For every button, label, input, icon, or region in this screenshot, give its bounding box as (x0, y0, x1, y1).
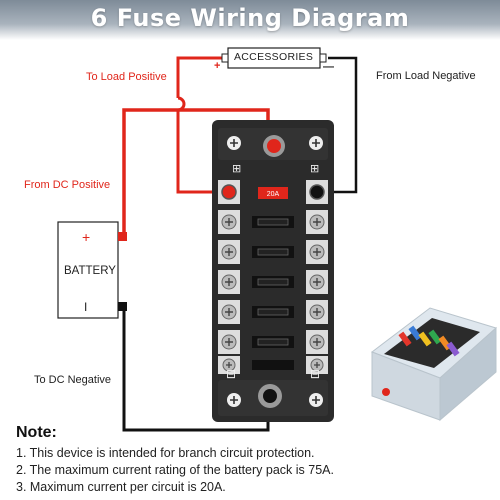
negative-stud-icon (258, 384, 282, 408)
battery-negative-sign: I (84, 300, 88, 314)
load-negative-wire (320, 56, 358, 194)
mounting-screw-icon (227, 136, 241, 150)
to-load-positive-label: To Load Positive (86, 71, 167, 83)
fuse-slot-6 (218, 356, 328, 374)
load-negative-terminal-icon (309, 184, 325, 200)
fuse-block-body (212, 120, 334, 422)
accessories-positive-sign: + (214, 60, 221, 72)
page-title: 6 Fuse Wiring Diagram (90, 4, 410, 32)
to-dc-negative-label: To DC Negative (34, 374, 112, 386)
note-item-1: 1. This device is intended for branch ci… (16, 446, 315, 460)
fuse-rating-badge (258, 187, 288, 199)
minus-marking-icon: ⊟ (310, 367, 320, 381)
mounting-screw-icon (309, 136, 323, 150)
battery-box (57, 221, 119, 319)
fuse-box-product-illustration (370, 307, 497, 422)
load-positive-wire-lower (176, 110, 228, 194)
mounting-screw-icon (227, 393, 241, 407)
load-positive-terminal-icon (221, 184, 237, 200)
note-item-2: 2. The maximum current rating of the bat… (16, 463, 334, 477)
fuse-rating-label: 20A (267, 191, 280, 198)
fuse-slot-5 (218, 330, 328, 354)
minus-marking-icon: ⊟ (226, 367, 236, 381)
note-item-3: 3. Maximum current per circuit is 20A. (16, 480, 226, 494)
accessories-positive-tab (221, 53, 229, 63)
note-heading: Note: (16, 424, 57, 441)
wire-crossover-hop (177, 96, 186, 112)
fuse-slot-2 (218, 240, 328, 264)
fuse-slot-1 (218, 210, 328, 234)
title-banner (0, 0, 500, 40)
battery-negative-terminal (118, 302, 127, 311)
positive-stud-icon (263, 135, 285, 157)
load-positive-wire (176, 56, 228, 98)
fuse-slot-4 (218, 300, 328, 324)
mounting-screw-icon (309, 393, 323, 407)
from-load-negative-label: From Load Negative (376, 70, 476, 82)
accessories-label: ACCESSORIES (234, 51, 314, 63)
plus-marking-icon: ⊞ (310, 162, 319, 175)
accessories-negative-tab (319, 53, 327, 63)
battery-positive-sign: + (82, 229, 91, 245)
plus-marking-icon: ⊞ (232, 162, 241, 175)
battery-label: BATTERY (64, 265, 116, 277)
from-dc-positive-label: From DC Positive (24, 179, 111, 191)
battery-positive-terminal (118, 232, 127, 241)
accessories-negative-sign: — (323, 61, 334, 73)
fuse-slot-3 (218, 270, 328, 294)
